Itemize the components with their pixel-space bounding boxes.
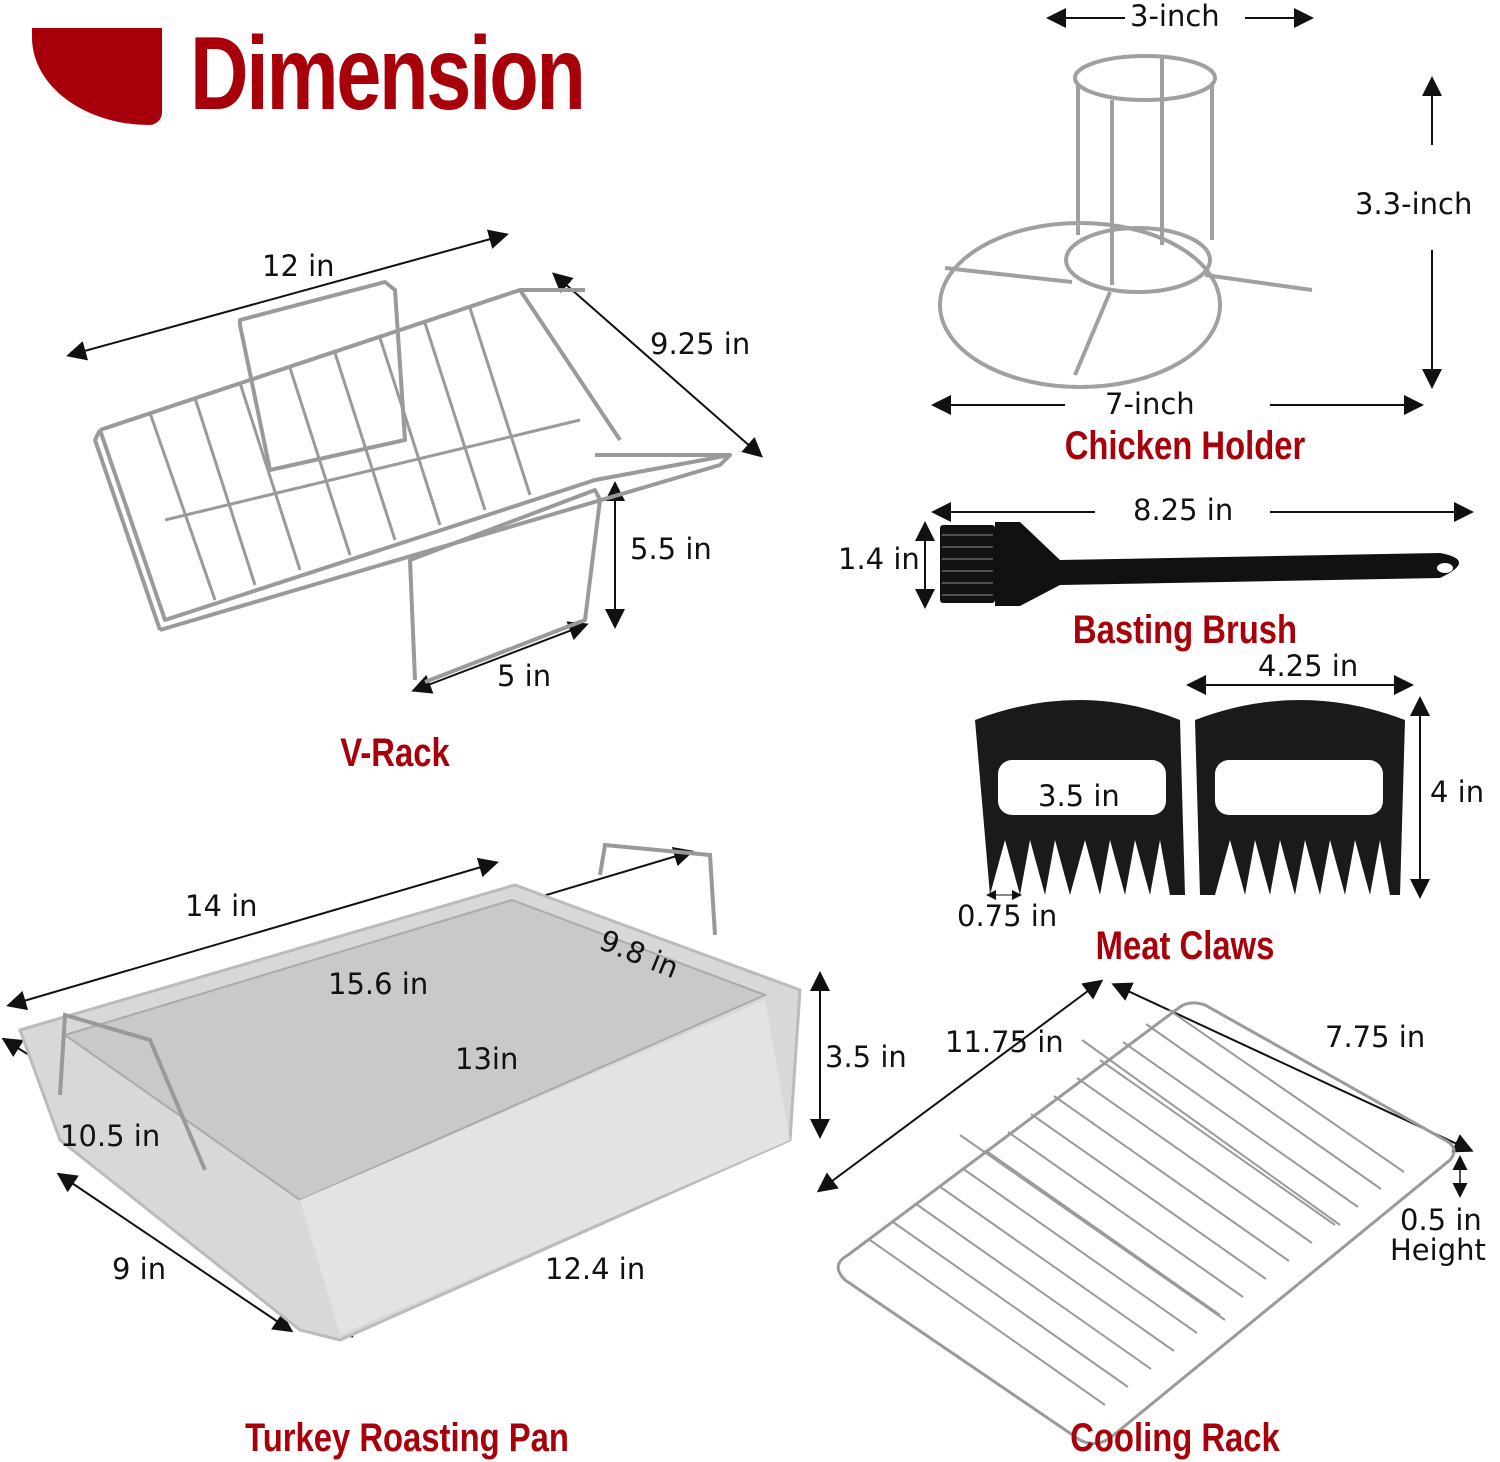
v-rack-height-label: 5.5 in <box>630 532 712 566</box>
claws-caption: Meat Claws <box>1095 924 1275 968</box>
pan-top-length-label: 14 in <box>185 889 258 923</box>
chicken-holder-illustration <box>938 54 1313 389</box>
rack-width-label: 7.75 in <box>1325 1020 1426 1054</box>
pan-bottom-length-label: 12.4 in <box>545 1252 646 1286</box>
rack-height-word-label: Height <box>1390 1233 1486 1267</box>
claws-height-label: 4 in <box>1430 775 1485 809</box>
basting-brush-illustration <box>940 522 1459 606</box>
pan-diagonal-label: 15.6 in <box>328 967 429 1001</box>
v-rack-length-label: 12 in <box>262 249 335 283</box>
v-rack-illustration <box>93 280 732 684</box>
page-title: Dimension <box>190 16 586 132</box>
rack-caption: Cooling Rack <box>1070 1416 1280 1460</box>
v-rack-base-label: 5 in <box>497 659 552 693</box>
meat-claws-illustration <box>975 700 1405 895</box>
pan-inner-length-label: 13in <box>455 1042 519 1076</box>
claws-width-label: 4.25 in <box>1258 649 1359 683</box>
brush-head-label: 1.4 in <box>838 542 920 576</box>
v-rack-width-label: 9.25 in <box>650 327 751 361</box>
cooling-rack-illustration <box>836 1001 1456 1445</box>
pan-height-label: 3.5 in <box>825 1040 907 1074</box>
v-rack-caption: V-Rack <box>340 731 450 775</box>
chicken-holder-caption: Chicken Holder <box>1064 424 1306 468</box>
rack-height-value-label: 0.5 in <box>1400 1203 1482 1237</box>
chicken-holder-base-label: 7-inch <box>1105 387 1195 421</box>
roasting-pan-illustration <box>18 842 802 1342</box>
pan-handle-width-label: 10.5 in <box>60 1119 161 1153</box>
claws-tine-label: 0.75 in <box>957 899 1058 933</box>
chicken-holder-top-label: 3-inch <box>1130 0 1220 33</box>
chicken-holder-height-label: 3.3-inch <box>1355 187 1473 221</box>
rack-length-label: 11.75 in <box>945 1025 1064 1059</box>
claws-handle-label: 3.5 in <box>1038 779 1120 813</box>
brush-length-label: 8.25 in <box>1133 493 1234 527</box>
pan-caption: Turkey Roasting Pan <box>245 1416 569 1460</box>
pan-bottom-width-label: 9 in <box>112 1252 167 1286</box>
brush-caption: Basting Brush <box>1072 608 1298 652</box>
